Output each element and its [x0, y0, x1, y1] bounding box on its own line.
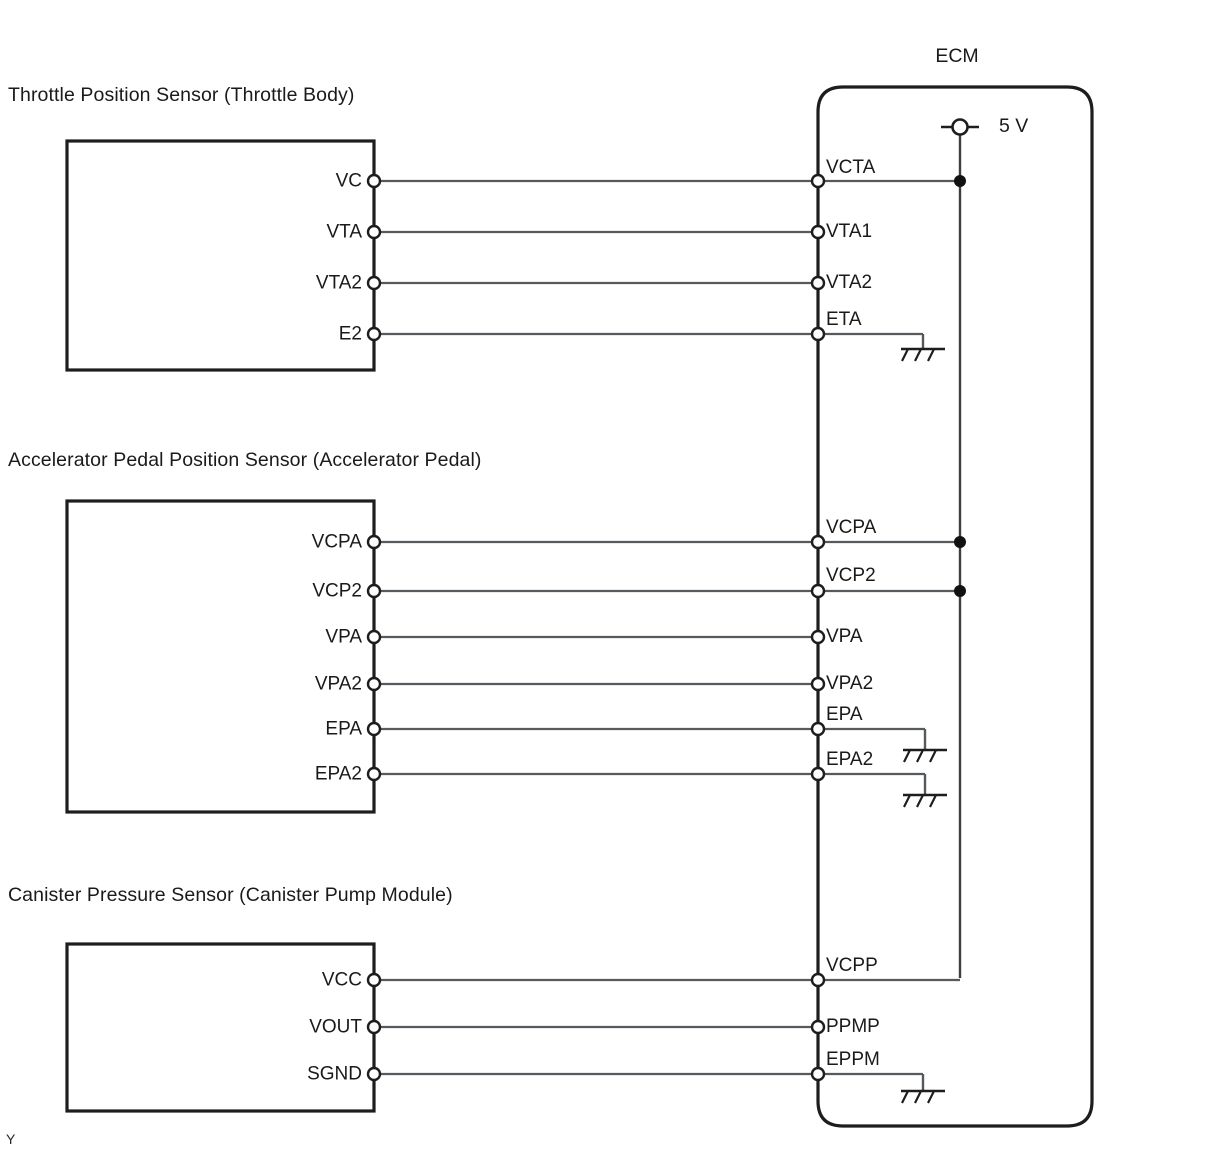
pin-vcpp[interactable] — [810, 972, 826, 988]
pin-vpa-ecm[interactable] — [810, 629, 826, 645]
ground-symbol-epa — [903, 748, 947, 763]
ecm-enclosure — [816, 85, 1094, 1128]
ecm-pin-label-vpa: VPA — [826, 626, 863, 647]
ecm-pin-label-epa2: EPA2 — [826, 749, 874, 770]
canister-pressure-sensor-box — [65, 942, 376, 1113]
pin-label-vout: VOUT — [309, 1016, 362, 1038]
pin-vcp2[interactable] — [366, 583, 382, 599]
pin-label-vpa2: VPA2 — [314, 673, 362, 695]
ecm-pin-label-vpa2: VPA2 — [826, 673, 874, 694]
accelerator-pedal-position-sensor-box — [65, 499, 376, 814]
pin-epa[interactable] — [366, 721, 382, 737]
supply-node-icon — [951, 118, 969, 136]
pin-vcpa-ecm[interactable] — [810, 534, 826, 550]
ecm-pin-label-vta2: VTA2 — [826, 272, 873, 293]
ecm-pin-label-vcpp: VCPP — [826, 955, 878, 976]
ecm-pin-label-epa: EPA — [826, 704, 863, 725]
pin-vout[interactable] — [366, 1019, 382, 1035]
junction-dot-vcta — [954, 175, 966, 187]
pin-vta1[interactable] — [810, 224, 826, 240]
pin-label-vcc: VCC — [321, 969, 362, 991]
pin-epa2[interactable] — [366, 766, 382, 782]
corner-mark: Y — [6, 1131, 16, 1147]
pin-vcta[interactable] — [810, 173, 826, 189]
heading-accelerator-pedal-position-sensor: Accelerator Pedal Position Sensor (Accel… — [8, 449, 482, 471]
pin-label-vcpa: VCPA — [311, 531, 362, 553]
pin-label-vta2: VTA2 — [315, 272, 362, 294]
heading-canister-pressure-sensor: Canister Pressure Sensor (Canister Pump … — [8, 884, 453, 906]
ground-symbol-eta — [901, 347, 945, 362]
pin-vpa[interactable] — [366, 629, 382, 645]
pin-label-e2: E2 — [338, 323, 362, 345]
pin-eppm[interactable] — [810, 1066, 826, 1082]
pin-vcpa[interactable] — [366, 534, 382, 550]
pin-vcp2-ecm[interactable] — [810, 583, 826, 599]
ecm-pin-label-vcpa: VCPA — [826, 517, 877, 538]
pin-vta2[interactable] — [366, 275, 382, 291]
pin-ppmp[interactable] — [810, 1019, 826, 1035]
throttle-position-sensor-box — [65, 139, 376, 372]
ecm-pin-label-vcta: VCTA — [826, 157, 876, 178]
ecm-pin-label-ppmp: PPMP — [826, 1016, 880, 1037]
ecm-pin-label-vta1: VTA1 — [826, 221, 873, 242]
ecm-pin-label-eta: ETA — [826, 309, 862, 330]
pin-vta[interactable] — [366, 224, 382, 240]
pin-label-vcp2: VCP2 — [312, 580, 362, 602]
pin-e2[interactable] — [366, 326, 382, 342]
pin-vcc[interactable] — [366, 972, 382, 988]
ecm-pin-label-vcp2: VCP2 — [826, 565, 876, 586]
pin-vc[interactable] — [366, 173, 382, 189]
pin-label-vpa: VPA — [325, 626, 362, 648]
pin-label-epa: EPA — [325, 718, 362, 740]
pin-label-vc: VC — [335, 170, 362, 192]
ecm-pin-label-eppm: EPPM — [826, 1049, 880, 1070]
pin-label-vta: VTA — [326, 221, 362, 243]
junction-dot-vcpa — [954, 536, 966, 548]
pin-vpa2-ecm[interactable] — [810, 676, 826, 692]
pin-vta2-ecm[interactable] — [810, 275, 826, 291]
pin-label-sgnd: SGND — [307, 1063, 362, 1085]
pin-vpa2[interactable] — [366, 676, 382, 692]
ground-symbol-eppm — [901, 1089, 945, 1104]
pin-epa2-ecm[interactable] — [810, 766, 826, 782]
junction-dot-vcp2 — [954, 585, 966, 597]
heading-throttle-position-sensor: Throttle Position Sensor (Throttle Body) — [8, 84, 355, 106]
ground-symbol-epa2 — [903, 793, 947, 808]
supply-voltage-label: 5 V — [999, 115, 1029, 137]
ecm-title: ECM — [935, 45, 979, 67]
pin-label-epa2: EPA2 — [314, 763, 362, 785]
pin-eta[interactable] — [810, 326, 826, 342]
pin-sgnd[interactable] — [366, 1066, 382, 1082]
pin-epa-ecm[interactable] — [810, 721, 826, 737]
